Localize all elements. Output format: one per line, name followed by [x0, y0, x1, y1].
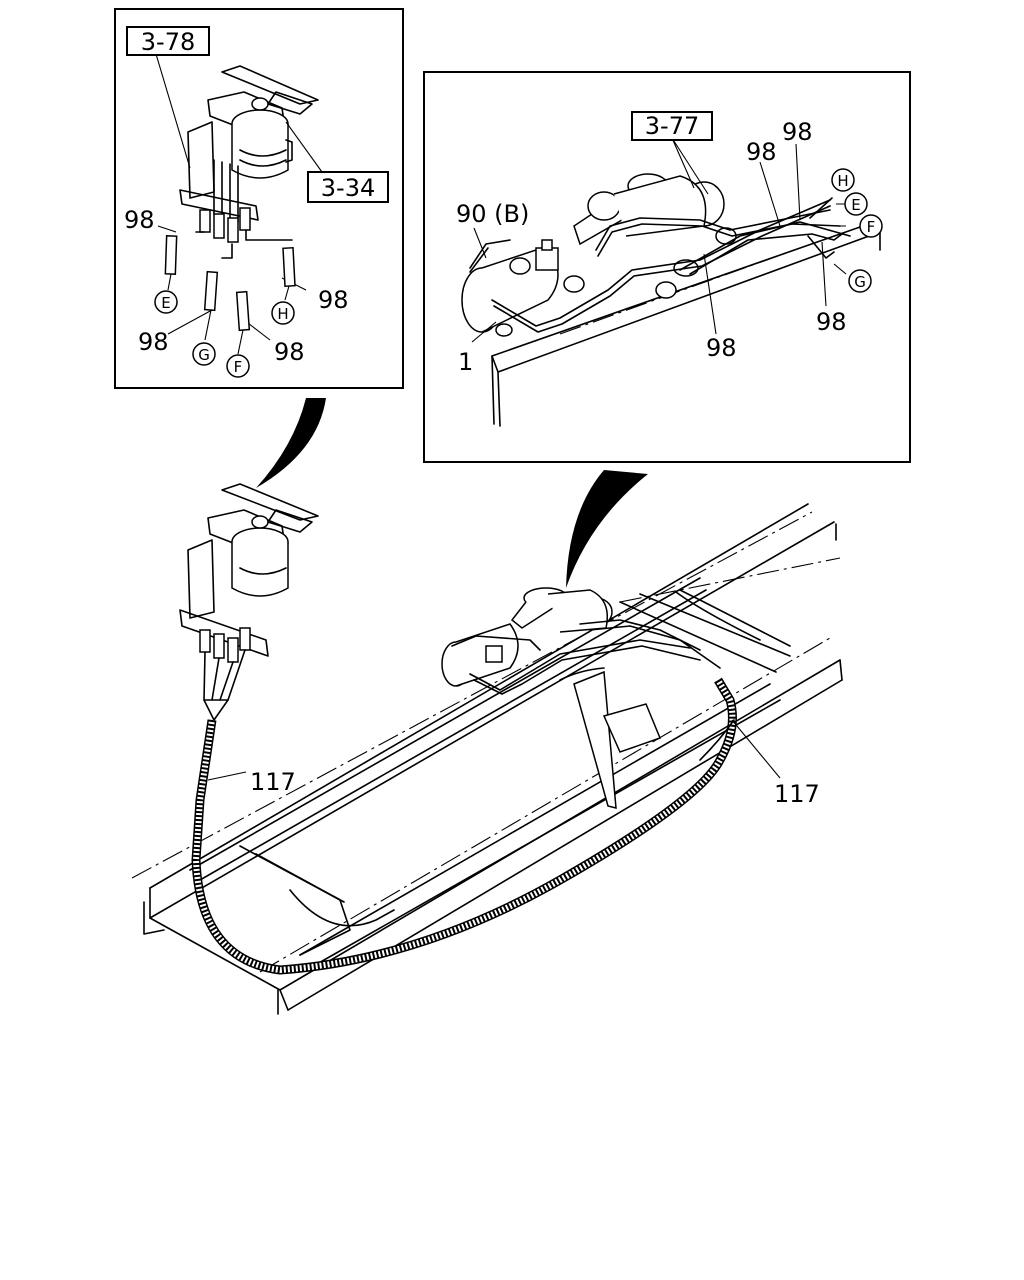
part-number-98-f: 98: [782, 118, 813, 146]
circled-letter-h-right: H: [837, 172, 848, 190]
callout-arrow-right: [566, 470, 648, 588]
part-number-90-b: 90 (B): [456, 200, 529, 228]
ref-label-3-34: 3-34: [321, 174, 375, 202]
ref-label-3-78: 3-78: [141, 28, 195, 56]
part-number-98-d: 98: [274, 338, 305, 366]
part-number-1: 1: [458, 348, 473, 376]
ref-box-3-77: [631, 111, 713, 141]
hose-piece-g: [203, 270, 219, 312]
part-number-98-a: 98: [124, 206, 155, 234]
ref-label-3-77: 3-77: [645, 112, 699, 140]
main-chassis: 117 117: [131, 483, 843, 1015]
hose-piece-e: [164, 235, 178, 275]
part-number-98-g: 98: [706, 334, 737, 362]
part-number-117-left: 117: [250, 768, 296, 796]
part-number-98-e: 98: [746, 138, 777, 166]
circled-letter-e: E: [161, 294, 170, 312]
detail-left-valve-assembly: [179, 65, 319, 259]
main-valve-assembly: [179, 483, 319, 721]
circled-letter-f: F: [234, 358, 243, 376]
ref-box-3-78: [126, 26, 210, 56]
circled-letter-h: H: [277, 305, 288, 323]
circled-letter-e-right: E: [851, 196, 860, 214]
part-number-98-h: 98: [816, 308, 847, 336]
detail-right: 3-77 90 (B) 1 98 98 98 98 H E F G: [423, 71, 911, 463]
part-number-98-b: 98: [318, 286, 349, 314]
circled-letter-f-right: F: [867, 218, 876, 236]
part-number-98-c: 98: [138, 328, 169, 356]
hose-piece-h: [282, 246, 296, 288]
ref-box-3-34: [307, 171, 389, 203]
circled-letter-g-right: G: [854, 273, 866, 291]
detail-left: 3-78 3-34 98 98 98 98 E G F H: [114, 8, 404, 389]
circled-letter-g: G: [198, 346, 210, 364]
part-number-117-right: 117: [774, 780, 820, 808]
main-rear-assembly: [441, 587, 721, 695]
hose-piece-f: [235, 290, 251, 332]
callout-arrow-left: [256, 398, 326, 488]
